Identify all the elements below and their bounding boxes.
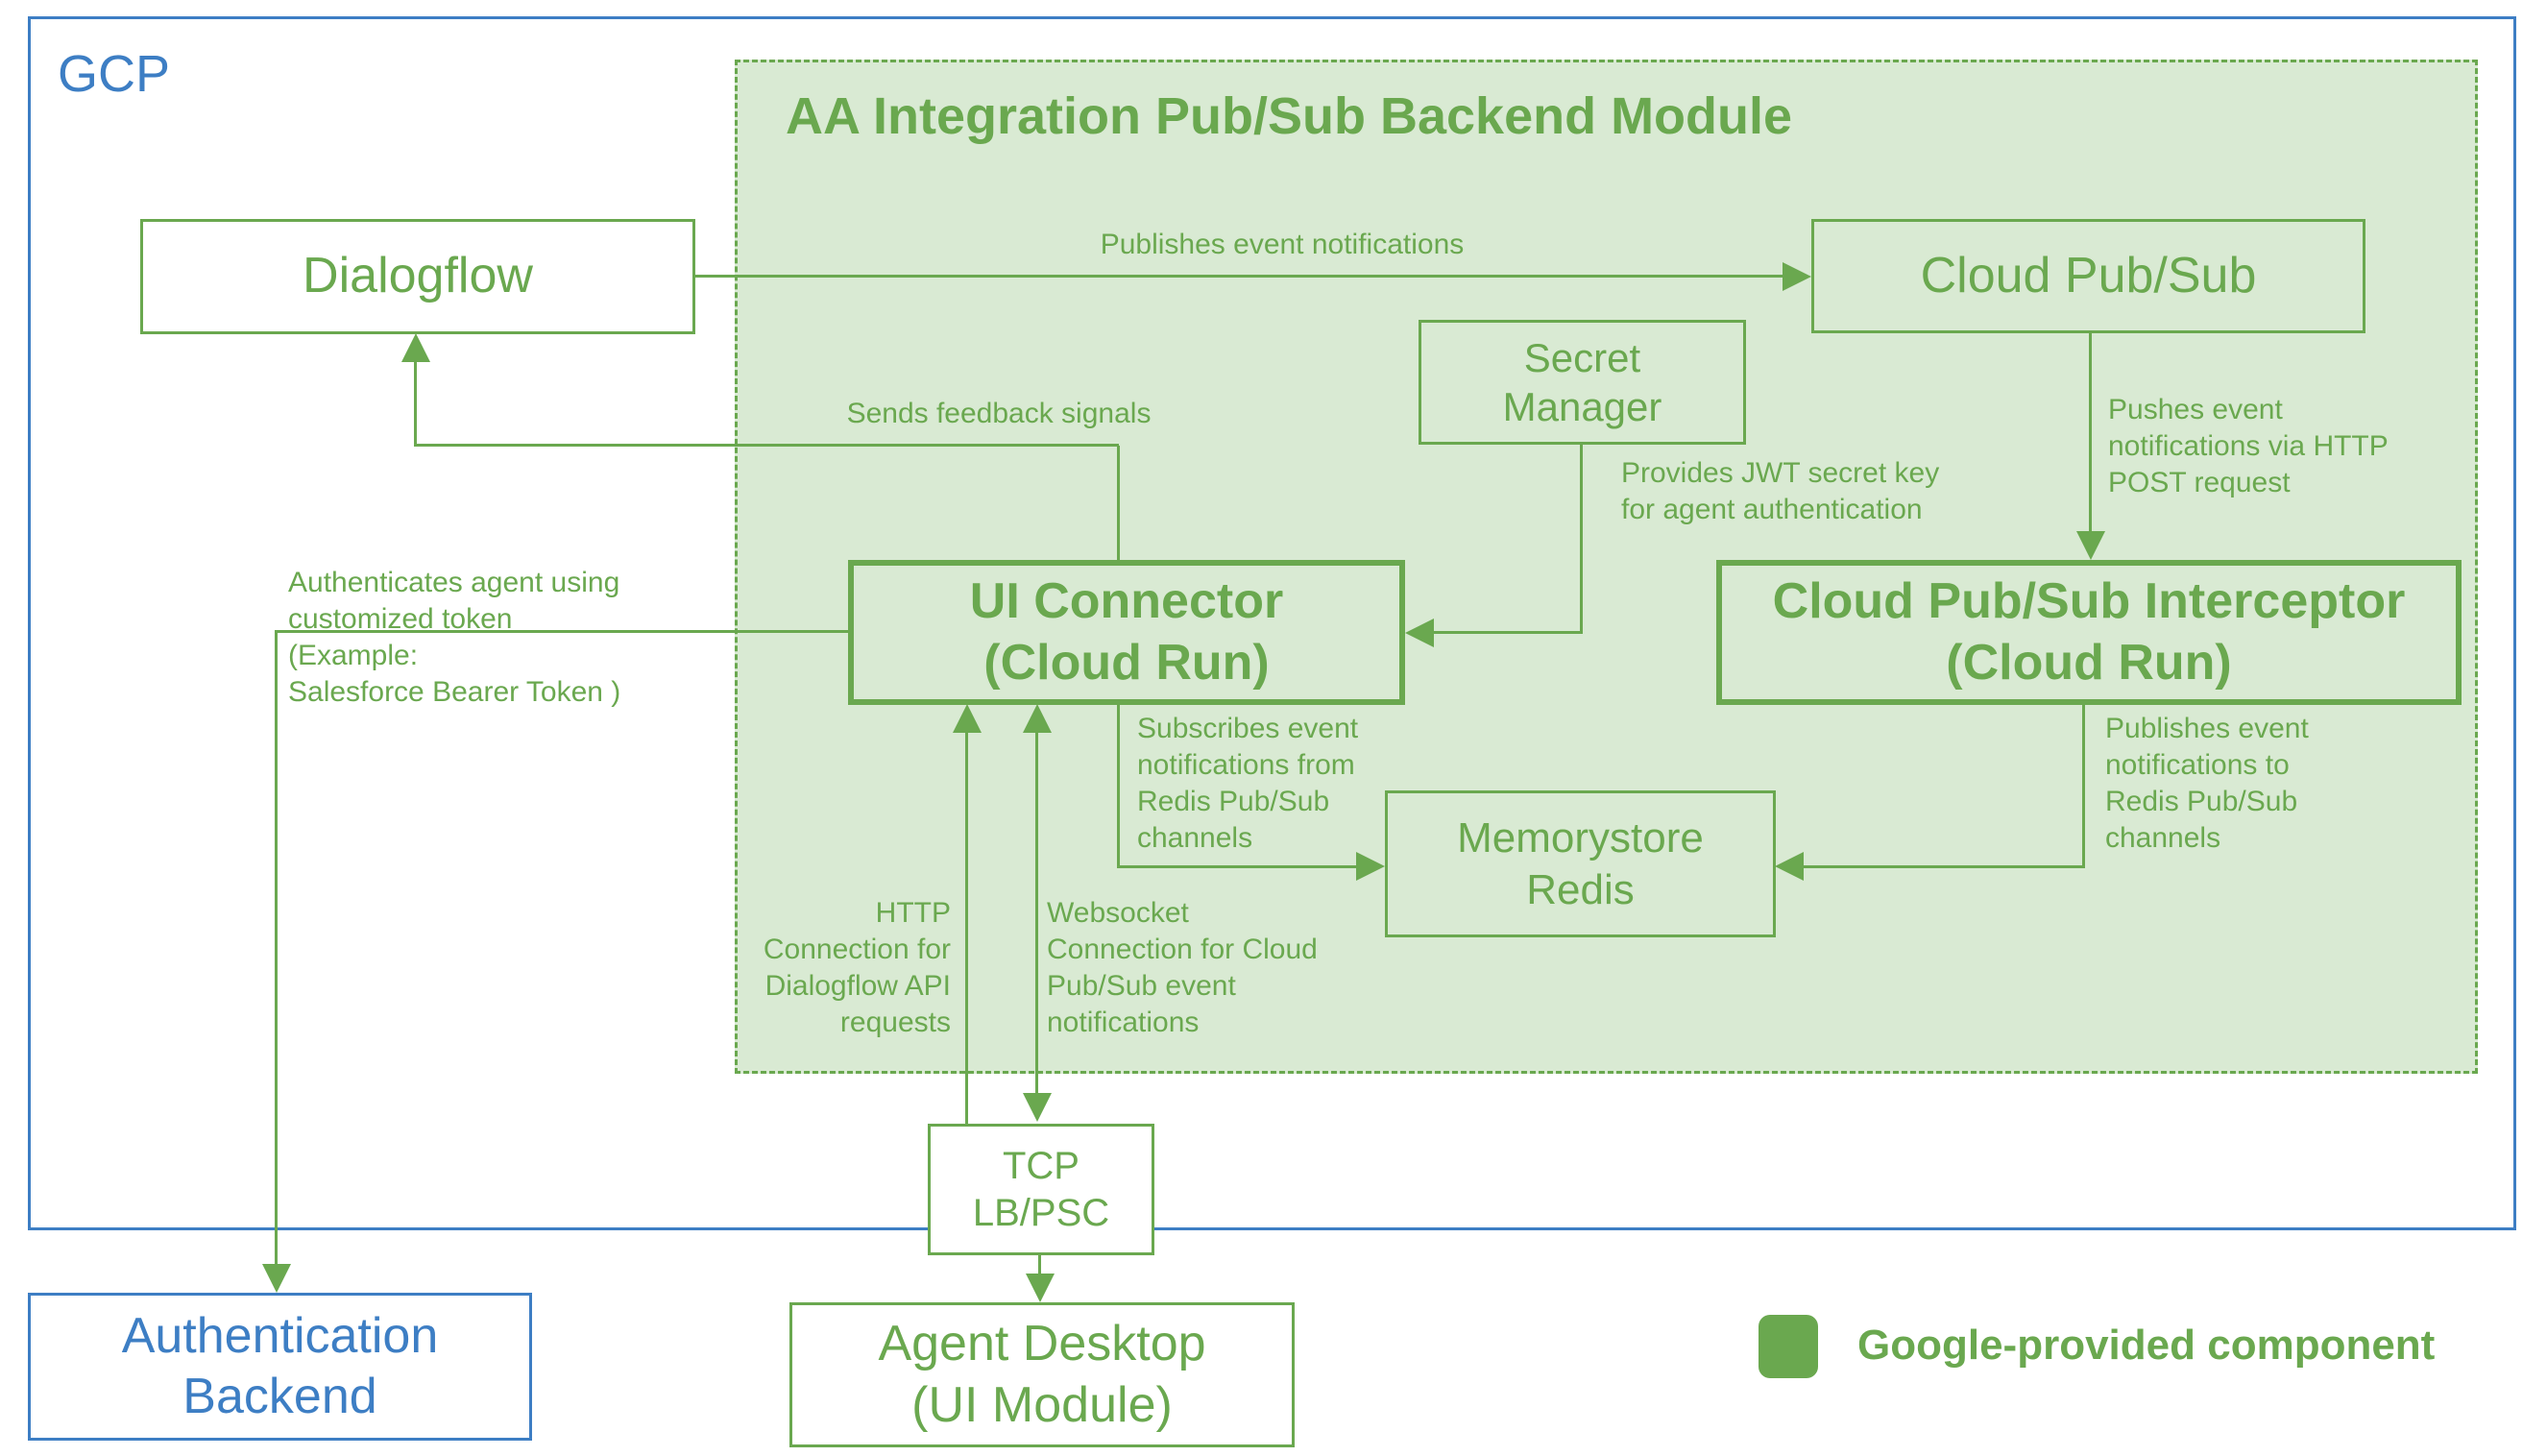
subscribes-label: Subscribes event notifications from Redi… [1137,713,1359,854]
node-tcp-lb-psc: TCP LB/PSC [928,1124,1154,1255]
subscribes-line-horizontal [1117,865,1356,868]
node-dialogflow: Dialogflow [140,219,695,334]
module-title: AA Integration Pub/Sub Backend Module [786,87,1793,145]
jwt-line-horizontal [1433,631,1583,634]
websocket-line [1035,731,1038,1093]
pushes-arrowhead-icon [2076,531,2105,560]
feedback-line-vertical [1117,446,1120,560]
publishes-redis-arrowhead-icon [1775,852,1804,881]
jwt-line-vertical [1580,444,1583,634]
gcp-boundary-box [28,16,2516,1230]
publishes-redis-label: Publishes event notifications to Redis P… [2105,713,2309,854]
subscribes-arrowhead-icon [1356,852,1385,881]
node-cloud-pubsub: Cloud Pub/Sub [1811,219,2365,333]
auth-line-vertical [275,630,278,1266]
websocket-down-arrowhead-icon [1023,1093,1052,1122]
gcp-label: GCP [58,45,171,103]
feedback-line-up [414,360,417,447]
legend-google-component-swatch-icon [1759,1315,1818,1378]
pushes-line [2089,332,2092,531]
jwt-arrowhead-icon [1405,619,1434,647]
publishes-line [694,275,1783,278]
tcp-agent-arrowhead-icon [1026,1274,1055,1302]
node-ui-connector: UI Connector (Cloud Run) [848,560,1405,705]
node-memorystore-redis: Memorystore Redis [1385,790,1776,937]
feedback-label: Sends feedback signals [846,398,1152,429]
http-line [965,731,968,1124]
auth-label: Authenticates agent using customized tok… [288,567,621,708]
feedback-line-horizontal [416,444,1119,447]
jwt-label: Provides JWT secret key for agent authen… [1621,457,1940,525]
legend-label: Google-provided component [1857,1322,2436,1369]
node-authentication-backend: Authentication Backend [28,1293,532,1441]
publishes-arrowhead-icon [1783,262,1811,291]
websocket-up-arrowhead-icon [1023,704,1052,733]
node-agent-desktop: Agent Desktop (UI Module) [789,1302,1295,1447]
publishes-redis-line-horizontal [1804,865,2085,868]
pushes-label: Pushes event notifications via HTTP POST… [2108,394,2389,498]
auth-line-horizontal [277,630,848,633]
tcp-agent-line [1038,1254,1041,1275]
auth-arrowhead-icon [262,1264,291,1293]
node-secret-manager: Secret Manager [1419,320,1746,445]
node-pubsub-interceptor: Cloud Pub/Sub Interceptor (Cloud Run) [1716,560,2462,705]
websocket-label: Websocket Connection for Cloud Pub/Sub e… [1047,897,1318,1038]
http-arrowhead-icon [953,704,982,733]
pubsub-module-boundary [735,60,2478,1074]
http-label: HTTP Connection for Dialogflow API reque… [763,897,951,1038]
subscribes-line-vertical [1117,704,1120,868]
feedback-arrowhead-icon [401,333,430,362]
publishes-label: Publishes event notifications [1100,229,1465,260]
publishes-redis-line-vertical [2082,704,2085,868]
